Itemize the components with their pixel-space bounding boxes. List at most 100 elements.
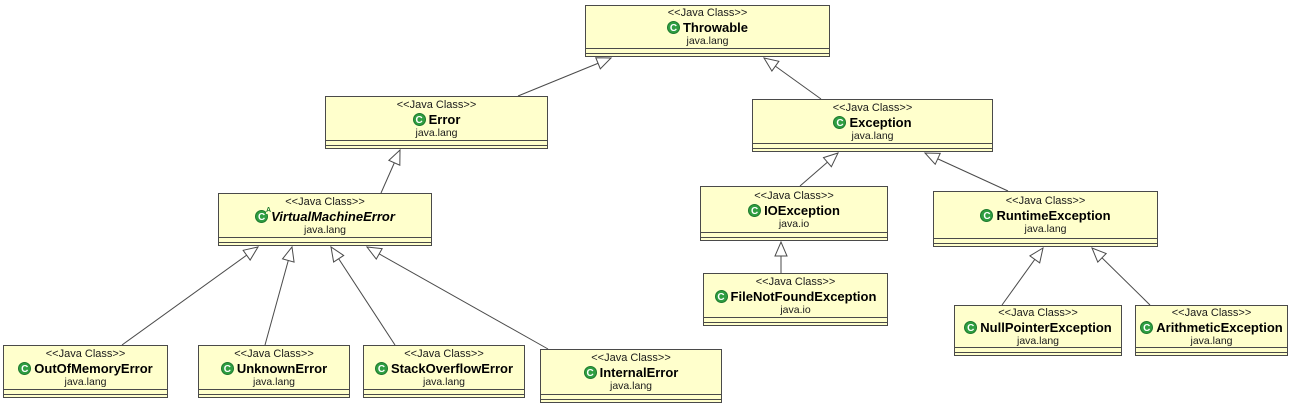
class-name: OutOfMemoryError [34,360,153,376]
stereotype-label: <<Java Class>> [1005,195,1086,207]
java-class-icon: C [964,320,978,334]
java-class-icon: C [833,115,847,129]
java-class-icon: C [980,209,994,222]
operations-compartment-collapsed [701,237,887,240]
operations-compartment-collapsed [326,145,547,148]
java-class-icon: C [374,361,388,375]
class-name: NullPointerException [980,319,1112,335]
java-class-icon: C [1140,320,1154,334]
attributes-compartment-collapsed [326,140,547,145]
package-name: java.io [778,217,810,230]
stereotype-label: <<Java Class>> [754,189,834,202]
generalization-arrow-unknownerror-to-virtualmachineerror [264,245,295,346]
package-name: java.lang [851,129,894,142]
class-name: FileNotFoundException [730,288,877,304]
generalization-arrow-virtualmachineerror-to-error [380,148,401,194]
package-name: java.lang [422,375,466,388]
operations-compartment-collapsed [364,394,524,397]
java-class-icon: C [18,361,32,375]
java-class-icon: C [748,203,762,217]
generalization-arrow-runtimeexception-to-exception [923,152,1009,192]
operations-compartment-collapsed [541,399,721,402]
java-class-icon: C [220,361,234,375]
class-name: IOException [764,202,840,218]
operations-compartment-collapsed [4,394,167,397]
class-name: Error [428,111,461,127]
operations-compartment-collapsed [1136,352,1287,355]
class-name: VirtualMachineError [271,208,395,224]
package-name: java.lang [686,35,729,47]
class-name: RuntimeException [996,208,1111,223]
stereotype-label: <<Java Class>> [755,275,836,288]
stereotype-label: <<Java Class>> [998,306,1078,319]
attributes-compartment-collapsed [934,238,1157,243]
generalization-arrow-internalerror-to-virtualmachineerror [365,246,549,350]
package-name: java.lang [415,126,458,139]
generalization-arrow-outofmemoryerror-to-virtualmachineerror [121,246,260,346]
package-name: java.lang [64,375,107,388]
stereotype-label: <<Java Class>> [1171,306,1252,319]
stereotype-label: <<Java Class>> [832,101,913,114]
generalization-arrow-error-to-throwable [517,57,613,97]
package-name: java.lang [252,375,296,388]
package-name: java.io [780,303,811,316]
abstract-marker: A [266,206,272,214]
generalization-arrow-exception-to-throwable [762,57,822,100]
attributes-compartment-collapsed [586,48,829,53]
java-class-icon: C [412,112,426,126]
stereotype-label: <<Java Class>> [234,347,314,360]
operations-compartment-collapsed [955,352,1121,355]
java-class-icon: C [714,289,728,303]
attributes-compartment-collapsed [364,389,524,394]
attributes-compartment-collapsed [219,237,431,242]
generalization-arrow-stackoverflowerror-to-virtualmachineerror [330,245,396,346]
package-name: java.lang [609,380,653,392]
attributes-compartment-collapsed [753,143,992,148]
attributes-compartment-collapsed [701,232,887,237]
generalization-arrow-arithmeticexception-to-runtimeexception [1091,247,1151,306]
generalization-arrow-ioexception-to-exception [799,152,839,187]
class-name: Exception [849,114,912,130]
generalization-arrow-nullpointerexception-to-runtimeexception [1001,246,1044,306]
operations-compartment-collapsed [753,148,992,151]
attributes-compartment-collapsed [199,389,349,394]
attributes-compartment-collapsed [541,394,721,399]
package-name: java.lang [1024,223,1067,235]
